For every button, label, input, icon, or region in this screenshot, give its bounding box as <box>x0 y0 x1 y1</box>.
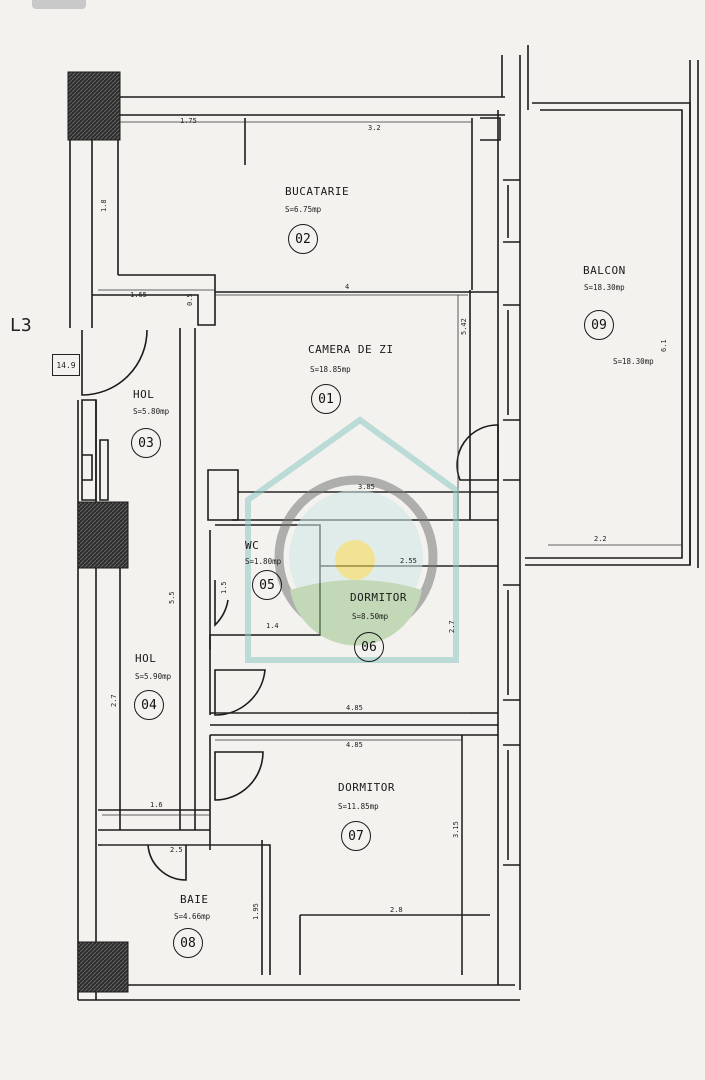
room-name-bedroom-2: DORMITOR <box>338 781 395 794</box>
room-number-hall-lower: 04 <box>134 690 164 720</box>
dim-top-right: 3.2 <box>368 124 381 132</box>
room-number-bedroom-1: 06 <box>354 632 384 662</box>
column-top-left <box>67 71 121 141</box>
watermark-logo <box>245 416 459 663</box>
room-area-hall-upper: S=5.80mp <box>133 407 170 416</box>
column-bottom-left <box>77 941 129 993</box>
room-area-kitchen: S=6.75mp <box>285 205 322 214</box>
room-number-wc: 05 <box>252 570 282 600</box>
room-area-balcony: S=18.30mp <box>584 283 625 292</box>
room-number-bedroom-2: 07 <box>341 821 371 851</box>
room-area-bedroom-1: S=8.50mp <box>352 612 389 621</box>
dim-balcony-width: 2.2 <box>594 535 607 543</box>
room-name-balcony: BALCON <box>583 264 626 277</box>
door-entrance <box>81 329 148 396</box>
room-name-hall-lower: HOL <box>135 652 157 665</box>
room-name-hall-upper: HOL <box>133 388 155 401</box>
dim-top-left: 1.75 <box>180 117 197 125</box>
dim-hall-lower: 2.7 <box>110 694 118 707</box>
room-name-wc: WC <box>245 539 260 552</box>
dim-bedroom2-height: 3.15 <box>452 821 460 838</box>
room-area-living: S=18.85mp <box>310 365 351 374</box>
dim-wc-bottom: 1.4 <box>266 622 279 630</box>
dim-living-width: 4 <box>345 283 350 291</box>
dim-wc-height: 1.5 <box>220 581 228 594</box>
room-area-balcony-alt: S=18.30mp <box>613 357 654 366</box>
column-mid-left <box>77 501 129 569</box>
dim-hall-height: 5.5 <box>168 591 176 604</box>
room-number-living: 01 <box>311 384 341 414</box>
room-name-bath: BAIE <box>180 893 209 906</box>
dim-balcony-height: 6.1 <box>660 339 668 352</box>
room-name-kitchen: BUCATARIE <box>285 185 350 198</box>
dim-bedroom2-bottom: 2.8 <box>390 906 403 914</box>
dim-bath-height: 1.95 <box>252 903 260 920</box>
room-name-living: CAMERA DE ZI <box>308 343 394 356</box>
level-label: L3 <box>10 315 32 336</box>
dim-living-height: 5.42 <box>460 318 468 335</box>
room-number-hall-upper: 03 <box>131 428 161 458</box>
room-area-bath: S=4.66mp <box>174 912 211 921</box>
room-area-wc: S=1.80mp <box>245 557 282 566</box>
room-number-bath: 08 <box>173 928 203 958</box>
dim-hall-top: 1.65 <box>130 291 147 299</box>
dim-bedroom1-width: 4.85 <box>346 704 363 712</box>
dim-kitchen-height: 1.8 <box>100 199 108 212</box>
dim-bath-width: 2.5 <box>170 846 183 854</box>
dim-bedroom1-height: 2.7 <box>448 620 456 633</box>
room-area-bedroom-2: S=11.85mp <box>338 802 379 811</box>
dim-wc-width: 2.55 <box>400 557 417 565</box>
entrance-code-tag: 14.9 <box>52 354 80 376</box>
top-tab-button[interactable] <box>32 0 86 9</box>
dim-hall-small: 0.5 <box>186 293 194 306</box>
dim-hall-bottom: 1.6 <box>150 801 163 809</box>
dim-living-lower: 3.85 <box>358 483 375 491</box>
room-name-bedroom-1: DORMITOR <box>350 591 407 604</box>
room-number-kitchen: 02 <box>288 224 318 254</box>
room-number-balcony: 09 <box>584 310 614 340</box>
room-area-hall-lower: S=5.90mp <box>135 672 172 681</box>
dim-bedroom2-width: 4.85 <box>346 741 363 749</box>
